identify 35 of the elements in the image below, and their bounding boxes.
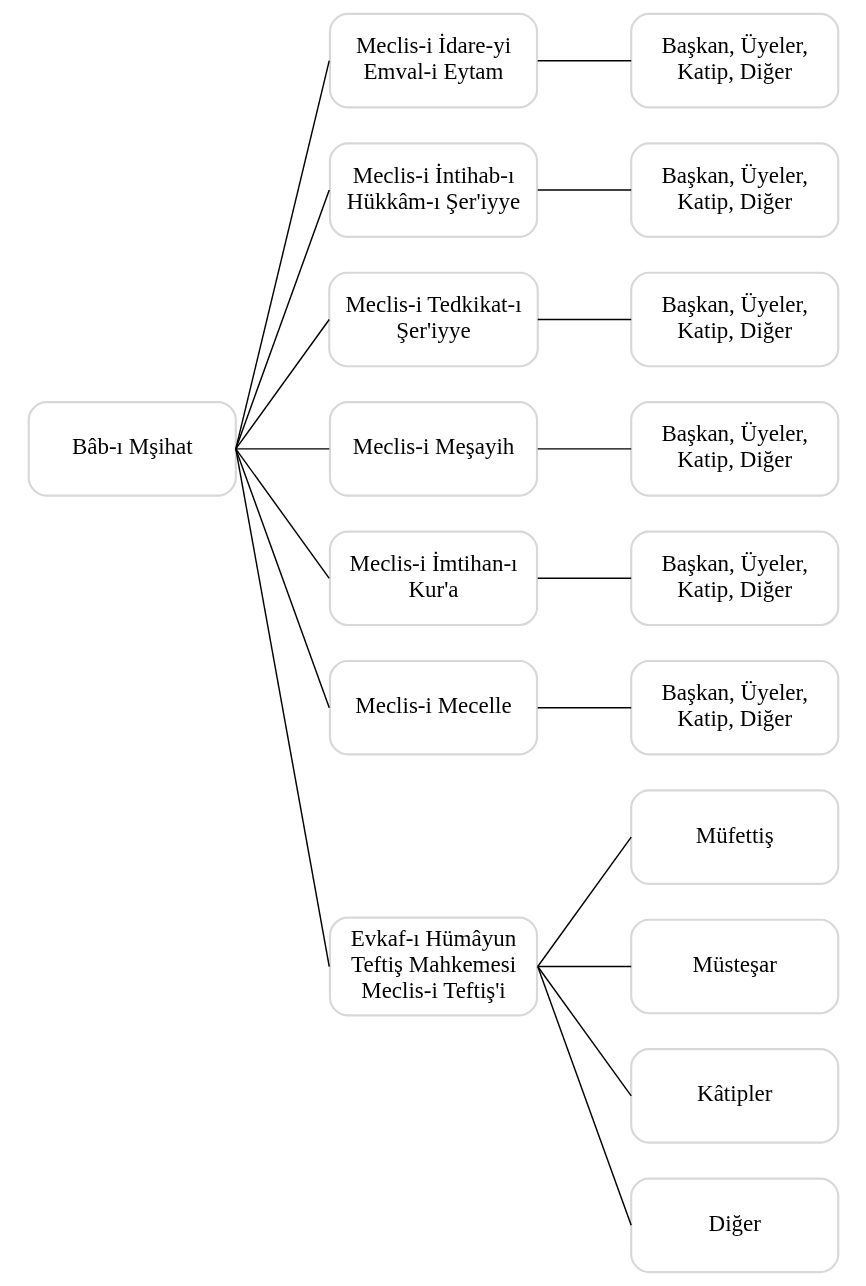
connector (536, 965, 632, 968)
node-box: Müsteşar (629, 918, 839, 1015)
node-box: Müfettiş (629, 789, 839, 885)
node-box: Kâtipler (629, 1048, 839, 1144)
connector (536, 707, 632, 709)
connector (536, 836, 632, 968)
node-box: Başkan, Üyeler, Katip, Diğer (629, 659, 839, 756)
node-box: Evkaf-ı Hümâyun Teftiş Mahkemesi Meclis-i Teftiş'i (328, 916, 538, 1017)
connector (536, 448, 632, 450)
connector (536, 577, 632, 579)
connector (536, 189, 632, 191)
connector (234, 448, 330, 579)
connector (536, 59, 632, 62)
connector (536, 318, 632, 321)
connector (234, 448, 330, 709)
connector (536, 965, 632, 1227)
node-box: Meclis-i Tedkikat-ı Şer'iyye (327, 271, 539, 368)
node-box: Diğer (629, 1177, 839, 1274)
node-box: Başkan, Üyeler, Katip, Diğer (629, 530, 839, 627)
node-box: Bâb-ı Mşihat (27, 401, 237, 497)
node-box: Başkan, Üyeler, Katip, Diğer (629, 271, 839, 368)
node-box: Başkan, Üyeler, Katip, Diğer (629, 401, 839, 497)
node-box: Başkan, Üyeler, Katip, Diğer (629, 142, 839, 238)
node-box: Başkan, Üyeler, Katip, Diğer (629, 12, 839, 109)
connector (536, 965, 632, 1097)
connector (234, 448, 330, 450)
node-box: Meclis-i İmtihan-ı Kur'a (328, 530, 538, 627)
node-box: Meclis-i İdare-yi Emval-i Eytam (328, 12, 538, 109)
node-box: Meclis-i Mecelle (328, 659, 538, 756)
connector (234, 448, 330, 968)
connector (234, 189, 330, 450)
connector (234, 318, 330, 450)
connector (234, 59, 330, 450)
node-box: Meclis-i İntihab-ı Hükkâm-ı Şer'iyye (328, 142, 538, 238)
node-box: Meclis-i Meşayih (328, 401, 538, 497)
